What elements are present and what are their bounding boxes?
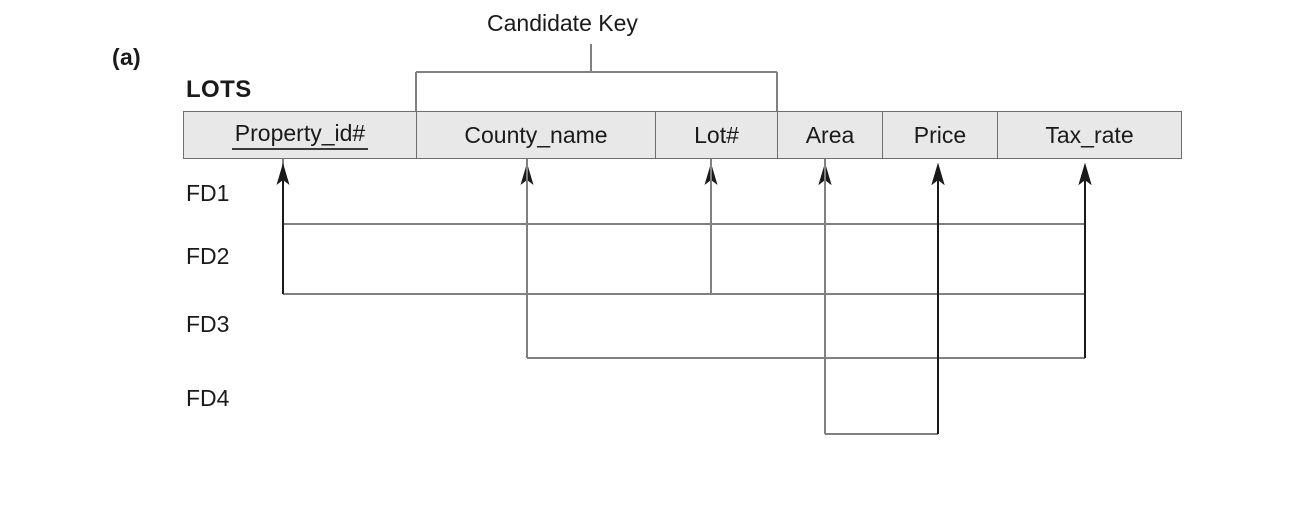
fd3-arrow-head (1078, 163, 1092, 185)
attribute-name: Tax_rate (1045, 121, 1134, 148)
fd4-arrow-head (931, 163, 945, 185)
attribute-name: Property_id# (231, 120, 369, 150)
fd1-arrow-head (931, 163, 945, 185)
fd2-arrow-head (818, 163, 832, 185)
fd-connector-fd4 (824, 159, 945, 435)
fd2-arrow-head (276, 163, 290, 185)
fd1-arrow-head (520, 163, 534, 185)
fd-connector-fd2 (276, 159, 1092, 295)
fd-label-fd1: FD1 (186, 180, 230, 206)
relation-schema-table: Property_id# County_name Lot# Area Price Tax_… (183, 111, 1182, 159)
attribute-name: Lot# (694, 121, 739, 148)
candidate-key-bracket (415, 44, 778, 111)
attribute-cell: Lot# (656, 112, 778, 158)
fd-connector-fd3 (526, 159, 1092, 359)
fd2-arrow-head (1078, 163, 1092, 185)
fd1-arrow-head (1078, 163, 1092, 185)
attribute-cell: Property_id# (184, 112, 417, 158)
fd-label-fd4: FD4 (186, 385, 230, 411)
fd1-arrow-head (704, 163, 718, 185)
attribute-name: Price (913, 121, 967, 148)
attribute-cell: Tax_rate (998, 112, 1181, 158)
candidate-key-label: Candidate Key (487, 10, 638, 36)
fd-connector-fd1 (282, 159, 1092, 225)
attribute-name: County_name (464, 121, 608, 148)
attribute-cell: County_name (417, 112, 656, 158)
attribute-name: Area (805, 121, 855, 148)
fd1-arrow-head (818, 163, 832, 185)
attribute-cell: Area (778, 112, 883, 158)
fd-label-fd3: FD3 (186, 311, 230, 337)
relation-name-lots: LOTS (186, 76, 252, 103)
part-label: (a) (112, 44, 142, 70)
fd2-arrow-head (931, 163, 945, 185)
attribute-cell: Price (883, 112, 998, 158)
fd-label-fd2: FD2 (186, 243, 230, 269)
